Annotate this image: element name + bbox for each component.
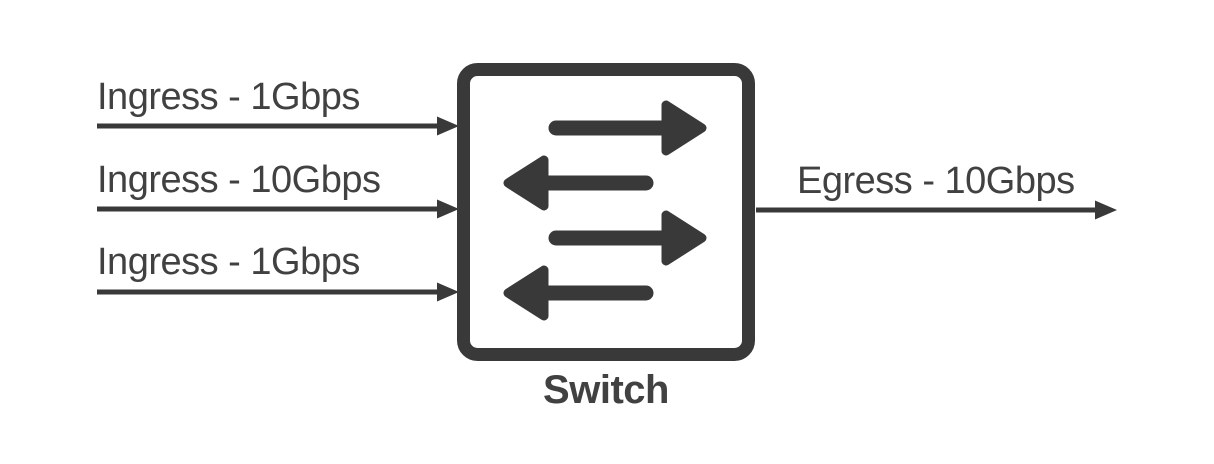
egress-link: Egress - 10Gbps [756,160,1117,220]
switch-left-arrow-head-2 [503,265,549,321]
ingress-link-1: Ingress - 1Gbps [97,76,459,136]
ingress-arrowhead-1-icon [437,116,459,136]
egress-label: Egress - 10Gbps [797,160,1075,202]
switch-box [457,63,755,361]
bidirectional-switching-arrows-icon [503,100,707,321]
egress-arrowhead-icon [1095,200,1117,220]
ingress-label-2: Ingress - 10Gbps [97,159,380,201]
ingress-arrowhead-2-icon [437,199,459,219]
ingress-link-3: Ingress - 1Gbps [97,241,459,302]
switch-label: Switch [543,368,669,412]
ingress-arrowhead-3-icon [437,282,459,302]
ingress-label-1: Ingress - 1Gbps [97,76,360,118]
ingress-label-3: Ingress - 1Gbps [97,241,360,283]
switch-left-arrow-head-1 [503,155,549,211]
switch-right-arrow-head-1 [661,100,707,156]
switch-right-arrow-head-2 [661,210,707,266]
switch-node: Switch [457,63,755,412]
ingress-link-2: Ingress - 10Gbps [97,159,459,219]
